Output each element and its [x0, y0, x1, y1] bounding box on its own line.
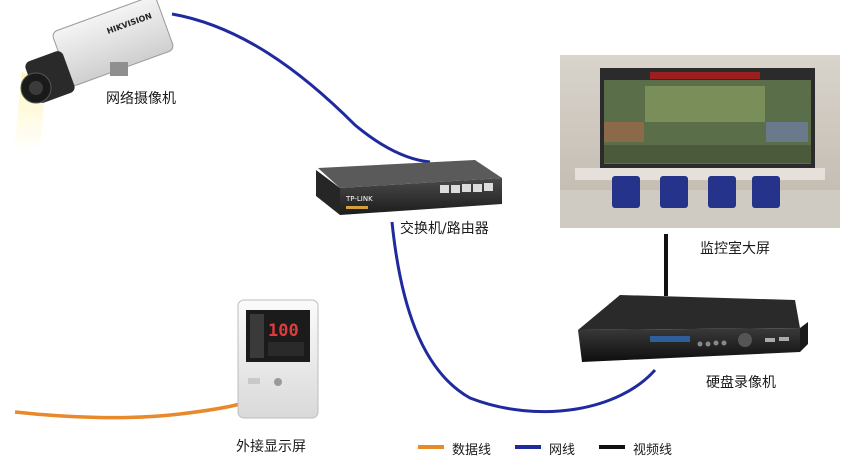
- camera-mount: [110, 62, 128, 76]
- display-reading: 100: [268, 321, 299, 341]
- network-line-camera-switch: [171, 12, 431, 164]
- legend-label-data: 数据线: [452, 443, 492, 458]
- switch-ports: [440, 183, 493, 193]
- network-camera: HIKVISION: [14, 0, 174, 148]
- data-line-display: [14, 402, 241, 420]
- dvr-recorder: [578, 295, 808, 362]
- display-label: 外接显示屏: [236, 439, 306, 455]
- dvr-label: 硬盘录像机: [706, 375, 776, 391]
- monitoring-room: [560, 55, 840, 228]
- switch-front: [316, 170, 340, 215]
- camera-label: 网络摄像机: [106, 91, 176, 107]
- switch-router: TP-LINK: [316, 160, 502, 215]
- network-line-switch-dvr: [390, 221, 657, 414]
- legend-label-video: 视频线: [633, 443, 673, 458]
- monitor-room-label: 监控室大屏: [700, 241, 770, 257]
- dvr-face: [578, 328, 800, 362]
- legend-label-network: 网线: [549, 443, 576, 458]
- switch-face: [340, 178, 502, 215]
- dvr-top: [578, 295, 800, 330]
- external-display: 100: [237, 299, 319, 419]
- display-knob: [274, 378, 282, 386]
- switch-top: [318, 160, 502, 188]
- chairs: [612, 176, 780, 208]
- dvr-buttons: [697, 333, 789, 347]
- switch-label: 交换机/路由器: [400, 221, 489, 237]
- switch-brand: TP-LINK: [345, 195, 373, 203]
